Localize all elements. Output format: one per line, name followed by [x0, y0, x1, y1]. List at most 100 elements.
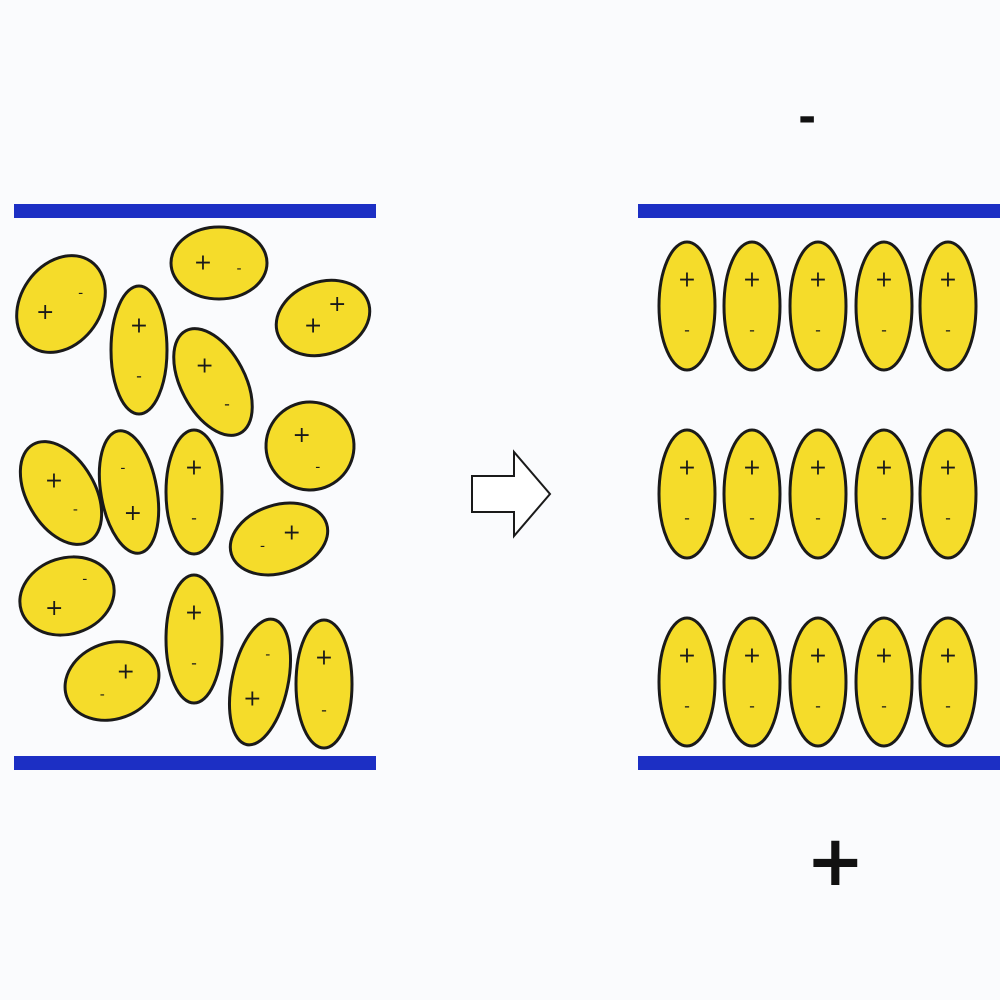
molecule: +- — [164, 573, 224, 705]
positive-charge: + — [743, 644, 761, 669]
molecule: ++ — [274, 278, 372, 358]
positive-charge: + — [243, 686, 261, 711]
molecule: +- — [918, 616, 978, 748]
negative-charge: - — [100, 687, 105, 703]
molecule-body — [172, 327, 254, 437]
molecule: +- — [169, 225, 269, 301]
molecule-body — [918, 616, 978, 748]
positive-charge: + — [124, 501, 142, 526]
negative-charge: - — [120, 461, 125, 477]
molecule-body — [722, 616, 782, 748]
positive-charge: + — [185, 601, 203, 626]
molecule-body — [788, 616, 848, 748]
molecule: +- — [722, 428, 782, 560]
positive-charge: + — [809, 644, 827, 669]
positive-charge: + — [875, 456, 893, 481]
negative-charge: - — [684, 321, 690, 340]
right-arrow-outline-icon — [471, 449, 552, 539]
molecule-body — [15, 254, 107, 354]
molecule: +- — [788, 616, 848, 748]
molecule-body — [63, 640, 161, 722]
positive-charge: + — [875, 268, 893, 293]
negative-charge: - — [684, 509, 690, 528]
positive-charge: + — [315, 646, 333, 671]
molecule: +- — [294, 618, 354, 750]
negative-charge: - — [136, 367, 142, 386]
molecule: -+ — [63, 640, 161, 722]
molecule-body — [854, 428, 914, 560]
positive-charge: + — [36, 300, 54, 325]
negative-charge: - — [881, 321, 887, 340]
molecule: +- — [657, 428, 717, 560]
disordered-molecules: +-+-+-+++-+-+--++--++--++--++- — [15, 225, 372, 750]
molecule-body — [264, 400, 356, 492]
negative-charge: - — [191, 509, 197, 528]
molecule-body — [274, 278, 372, 358]
molecule: +- — [18, 440, 104, 546]
molecule-body — [918, 428, 978, 560]
positive-charge: + — [45, 468, 63, 493]
positive-charge: + — [116, 659, 134, 684]
molecule: +- — [854, 616, 914, 748]
positive-charge: + — [939, 456, 957, 481]
positive-charge: + — [939, 644, 957, 669]
positive-charge: + — [743, 456, 761, 481]
negative-charge: - — [749, 509, 755, 528]
molecule: +- — [788, 428, 848, 560]
negative-charge: - — [815, 321, 821, 340]
molecule-body — [657, 240, 717, 372]
molecule: +- — [788, 240, 848, 372]
aligned-molecules: +-+-+-+-+-+-+-+-+-+-+-+-+-+-+- — [657, 240, 978, 748]
left-bottom-plate — [14, 756, 376, 770]
positive-charge: + — [678, 268, 696, 293]
molecule: -+ — [228, 501, 330, 577]
molecule-body — [918, 240, 978, 372]
negative-charge: - — [265, 647, 270, 663]
molecule-body — [228, 501, 330, 577]
negative-charge: - — [321, 701, 327, 720]
molecule-body — [722, 240, 782, 372]
bottom-electrode-positive-sign: + — [806, 820, 865, 902]
negative-charge: - — [881, 697, 887, 716]
left-top-plate — [14, 204, 376, 218]
positive-charge: + — [875, 644, 893, 669]
molecule: +- — [657, 616, 717, 748]
negative-charge: - — [236, 261, 241, 277]
molecule: +- — [854, 428, 914, 560]
negative-charge: - — [315, 459, 320, 475]
positive-charge: + — [304, 313, 322, 338]
positive-charge: + — [282, 520, 300, 545]
molecule: -+ — [97, 429, 161, 555]
negative-charge: - — [684, 697, 690, 716]
molecule-body — [657, 616, 717, 748]
negative-charge: - — [73, 502, 78, 518]
molecule-body — [109, 284, 169, 416]
molecule: +- — [18, 555, 116, 637]
negative-charge: - — [815, 697, 821, 716]
right-bottom-plate — [638, 756, 1000, 770]
molecule: +- — [854, 240, 914, 372]
positive-charge: + — [743, 268, 761, 293]
negative-charge: - — [78, 285, 83, 301]
molecule-body — [788, 240, 848, 372]
positive-charge: + — [130, 314, 148, 339]
negative-charge: - — [815, 509, 821, 528]
molecule-body — [18, 440, 104, 546]
negative-charge: - — [749, 321, 755, 340]
positive-charge: + — [809, 268, 827, 293]
molecule: +- — [918, 428, 978, 560]
molecule: +- — [172, 327, 254, 437]
molecule-body — [657, 428, 717, 560]
molecule: +- — [918, 240, 978, 372]
molecule: +- — [109, 284, 169, 416]
positive-charge: + — [328, 292, 346, 317]
negative-charge: - — [945, 509, 951, 528]
molecule-body — [854, 616, 914, 748]
molecule-body — [788, 428, 848, 560]
positive-charge: + — [194, 251, 212, 276]
positive-charge: + — [195, 354, 213, 379]
molecule-body — [169, 225, 269, 301]
negative-charge: - — [749, 697, 755, 716]
molecule-body — [97, 429, 161, 555]
